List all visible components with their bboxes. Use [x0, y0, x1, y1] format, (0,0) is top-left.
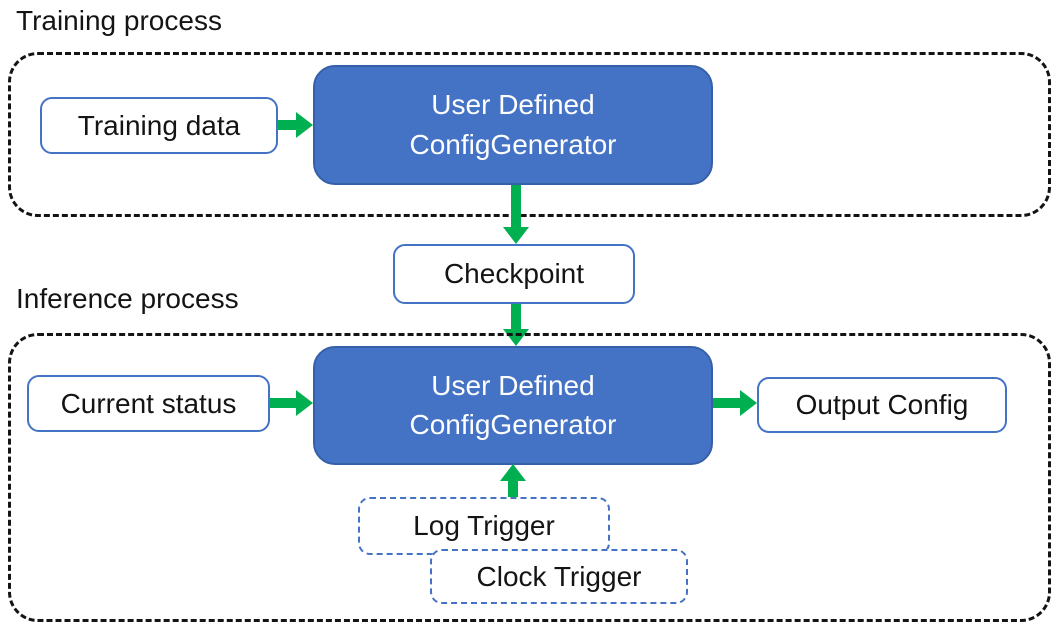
- arrow-head: [296, 390, 313, 416]
- arrow-shaft: [713, 398, 740, 408]
- training-generator-line1: User Defined: [431, 89, 595, 121]
- arrow-shaft: [277, 120, 296, 130]
- training-generator-box: User Defined ConfigGenerator: [313, 65, 713, 185]
- checkpoint-label: Checkpoint: [443, 258, 585, 289]
- training-process-container: [8, 52, 1051, 217]
- inference-process-label: Inference process: [16, 283, 239, 314]
- arrow-shaft: [511, 304, 521, 329]
- inference-generator-line1: User Defined: [431, 369, 595, 401]
- arrow-generator-to-checkpoint: [503, 185, 529, 244]
- output-config-box: Output Config: [757, 377, 1007, 433]
- arrow-head: [740, 390, 757, 416]
- inference-process-container: [8, 333, 1051, 622]
- arrow-head: [296, 112, 313, 138]
- training-data-label: Training data: [77, 109, 241, 141]
- training-data-box: Training data: [40, 97, 278, 154]
- inference-generator-line2: ConfigGenerator: [409, 409, 617, 440]
- arrow-shaft: [269, 398, 296, 408]
- log-trigger-box: Log Trigger: [358, 497, 610, 555]
- arrow-current-status-to-generator: [269, 390, 313, 416]
- arrow-generator-to-output-config: [713, 390, 757, 416]
- checkpoint-box: Checkpoint: [393, 244, 635, 304]
- training-generator-line2: ConfigGenerator: [409, 128, 617, 160]
- arrow-head: [503, 227, 529, 244]
- clock-trigger-label: Clock Trigger: [476, 560, 642, 592]
- log-trigger-label: Log Trigger: [413, 510, 555, 541]
- output-config-label: Output Config: [795, 389, 969, 420]
- arrow-training-data-to-generator: [277, 112, 313, 138]
- clock-trigger-box: Clock Trigger: [430, 549, 688, 604]
- arrow-shaft: [508, 481, 518, 497]
- current-status-label: Current status: [60, 387, 237, 419]
- arrow-triggers-to-generator: [500, 464, 526, 497]
- training-process-label: Training process: [16, 5, 222, 36]
- arrow-shaft: [511, 185, 521, 227]
- arrow-head: [500, 464, 526, 481]
- inference-generator-box: User Defined ConfigGenerator: [313, 346, 713, 465]
- current-status-box: Current status: [27, 375, 270, 432]
